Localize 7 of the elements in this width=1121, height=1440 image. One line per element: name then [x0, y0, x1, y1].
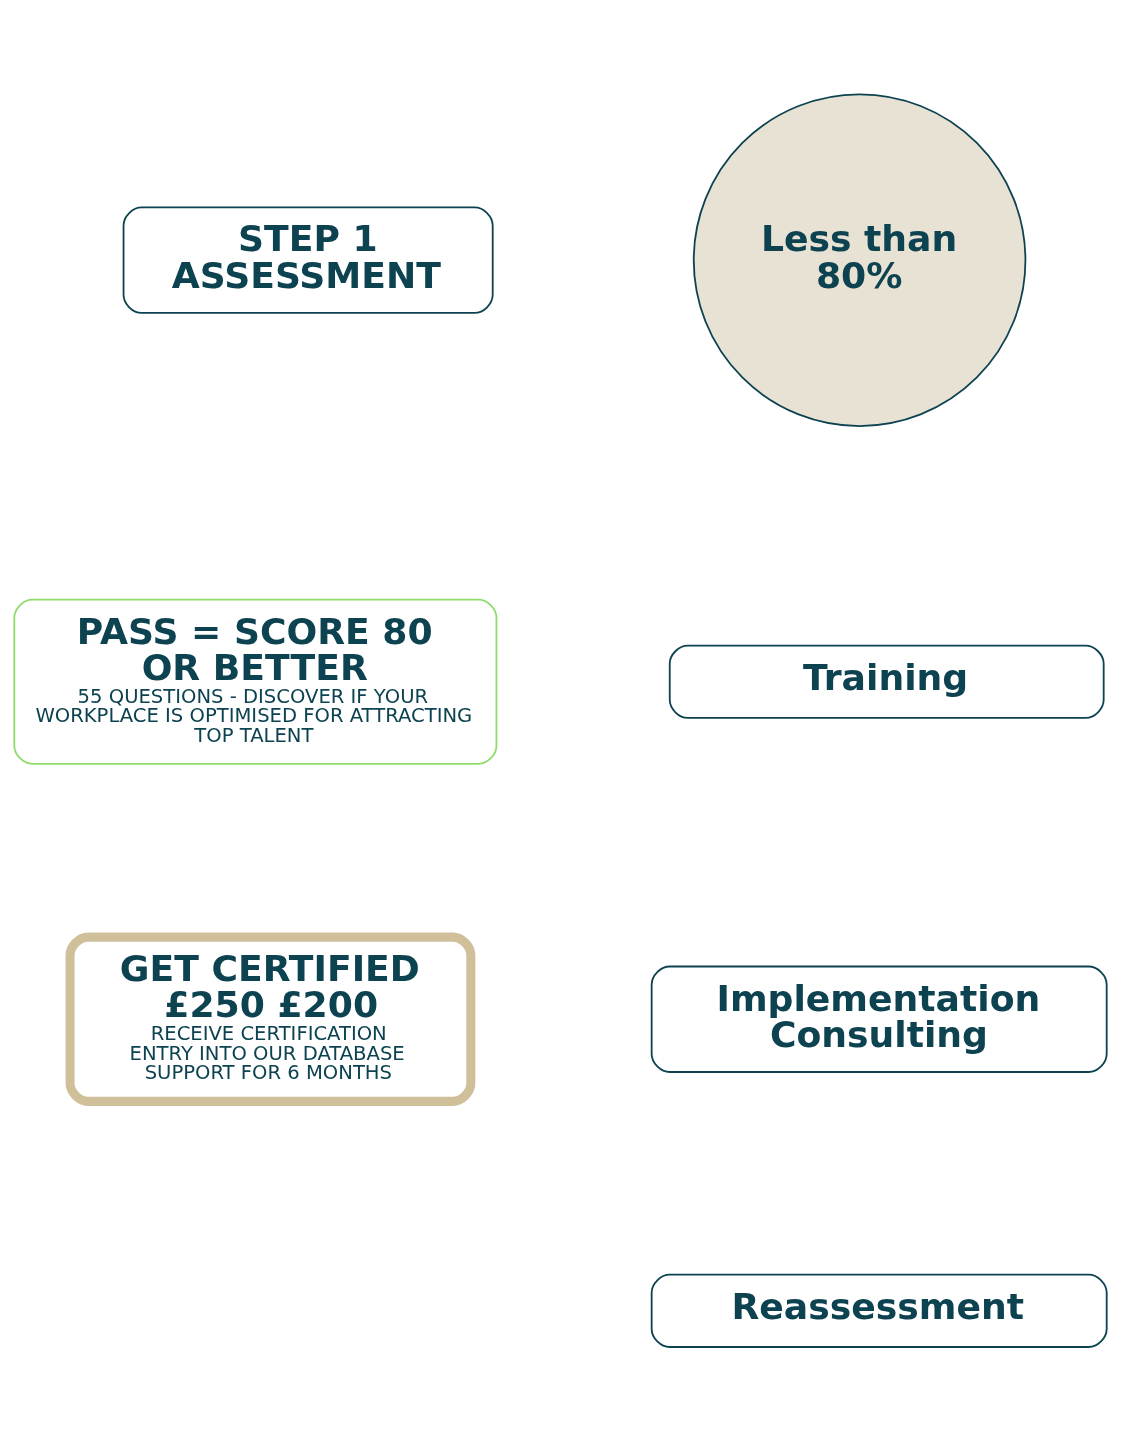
node-box: Reassessment: [650, 1273, 1108, 1348]
node-circle: Less than 80%: [692, 92, 1027, 427]
node-box: Implementation Consulting: [650, 965, 1108, 1073]
node-box: STEP 1 ASSESSMENT: [122, 206, 494, 314]
node-box: Training: [668, 644, 1105, 719]
node-box: GET CERTIFIED £250 £200 RECEIVE CERTIFICATION ENTRY INTO OUR DATABASE SUPPORT FOR 6 MONTHS: [65, 932, 476, 1106]
node-box: PASS = SCORE 80 OR BETTER 55 QUESTIONS - DISCOVER IF YOUR WORKPLACE IS OPTIMISED FOR ATTRACTING TOP TALENT: [13, 598, 498, 765]
